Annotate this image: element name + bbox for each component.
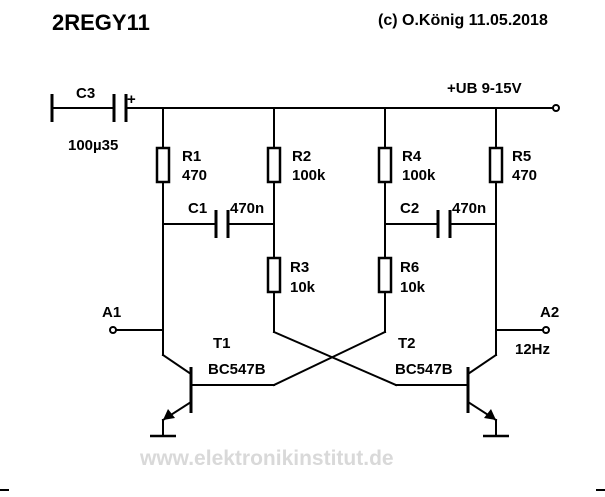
t2-label: T2 [398, 335, 416, 352]
c3-label: C3 [76, 85, 95, 102]
r4-label: R4 [402, 148, 422, 165]
supply-label: +UB 9-15V [447, 80, 522, 97]
t1-type: BC547B [208, 361, 266, 378]
schematic-title: 2REGY11 [52, 10, 150, 35]
c1-label: C1 [188, 200, 207, 217]
r6-label: R6 [400, 259, 419, 276]
a1-label: A1 [102, 304, 121, 321]
capacitor-c1 [214, 210, 230, 238]
c2-value: 470n [452, 200, 486, 217]
r2-value: 100k [292, 167, 326, 184]
t2-type: BC547B [395, 361, 453, 378]
watermark: www.elektronikinstitut.de [139, 447, 394, 470]
copyright: (c) O.König 11.05.2018 [378, 12, 548, 29]
a2-terminal [542, 326, 550, 334]
r6-value: 10k [400, 279, 426, 296]
resistor-r2 [266, 146, 282, 184]
wire-col3 [272, 107, 497, 387]
wire-col1 [115, 107, 275, 356]
resistor-r5 [488, 146, 504, 184]
supply-terminal [552, 104, 560, 112]
r5-label: R5 [512, 148, 531, 165]
t1-label: T1 [213, 335, 231, 352]
r5-value: 470 [512, 167, 537, 184]
c1-value: 470n [230, 200, 264, 217]
transistor-t2 [395, 353, 509, 438]
r1-value: 470 [182, 167, 207, 184]
resistor-r4 [377, 146, 393, 184]
r3-label: R3 [290, 259, 309, 276]
wire-col2 [272, 107, 398, 387]
r1-label: R1 [182, 148, 201, 165]
capacitor-c3 [112, 94, 128, 122]
a2-frequency: 12Hz [515, 341, 550, 358]
r4-value: 100k [402, 167, 436, 184]
a1-terminal [109, 326, 117, 334]
resistor-r6 [377, 256, 393, 294]
wire-col4 [495, 107, 544, 356]
c2-label: C2 [400, 200, 419, 217]
r3-value: 10k [290, 279, 316, 296]
a2-label: A2 [540, 304, 559, 321]
resistor-r1 [155, 146, 171, 184]
c3-polarity: + [127, 91, 136, 108]
r2-label: R2 [292, 148, 311, 165]
capacitor-c2 [436, 210, 452, 238]
transistor-t1 [150, 353, 275, 438]
c3-value: 100µ35 [68, 137, 118, 154]
resistor-r3 [266, 256, 282, 294]
